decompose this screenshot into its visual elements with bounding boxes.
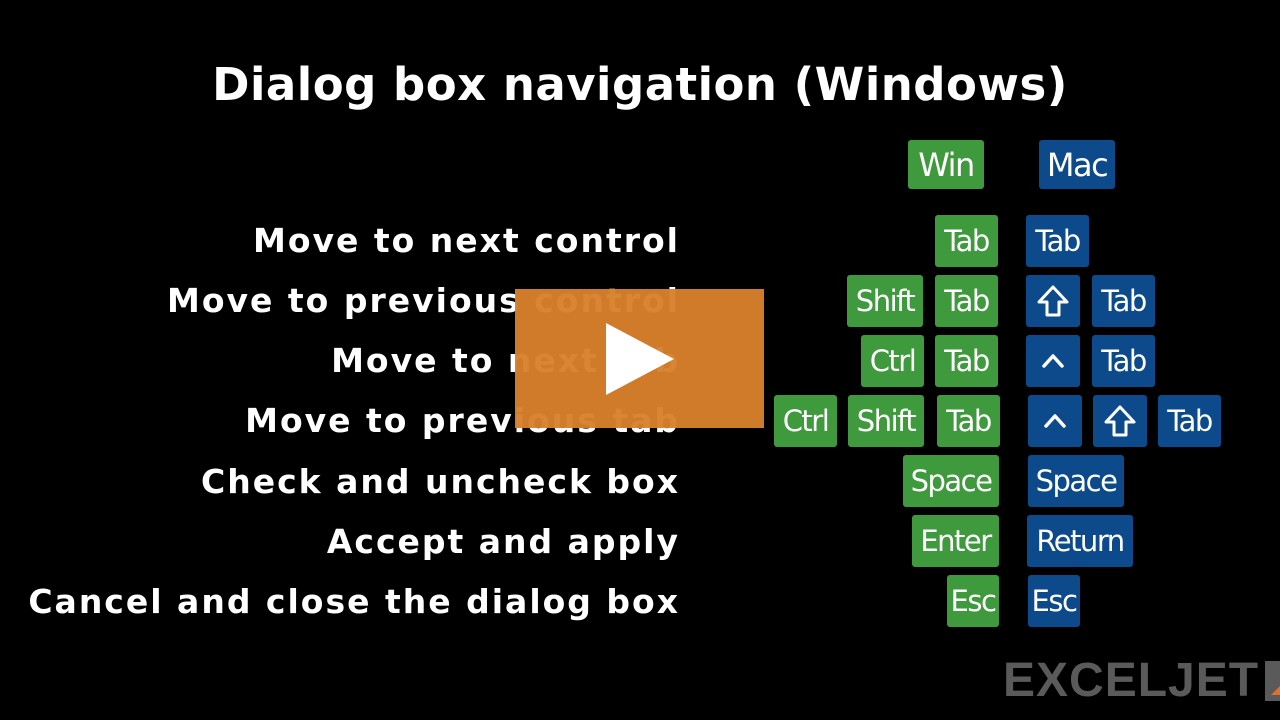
mac-key-tab: Tab [1092, 335, 1155, 387]
page-title: Dialog box navigation (Windows) [212, 58, 1068, 111]
play-icon [605, 322, 674, 395]
win-key-tab: Tab [935, 335, 998, 387]
exceljet-logo: EXCELJET [1003, 654, 1280, 707]
win-key-tab: Tab [935, 215, 998, 267]
win-column-header: Win [908, 140, 984, 189]
win-key-tab: Tab [937, 395, 1000, 447]
row-label-cancel-close: Cancel and close the dialog box [28, 582, 680, 621]
win-key-shift: Shift [848, 395, 924, 447]
win-key-enter: Enter [912, 515, 999, 567]
row-label-accept-apply: Accept and apply [326, 522, 680, 561]
win-key-esc: Esc [947, 575, 999, 627]
row-label-next-control: Move to next control [252, 221, 680, 260]
logo-mark-icon [1265, 661, 1280, 701]
control-icon [1042, 354, 1064, 368]
play-button[interactable] [515, 289, 764, 428]
mac-key-control [1026, 335, 1080, 387]
logo-text: EXCELJET [1003, 654, 1260, 707]
mac-key-esc: Esc [1028, 575, 1080, 627]
mac-key-shift [1093, 395, 1147, 447]
mac-key-tab: Tab [1092, 275, 1155, 327]
mac-key-tab: Tab [1026, 215, 1089, 267]
mac-key-space: Space [1028, 455, 1124, 507]
win-key-space: Space [903, 455, 999, 507]
win-key-shift: Shift [847, 275, 923, 327]
mac-key-control [1028, 395, 1082, 447]
win-key-ctrl: Ctrl [861, 335, 924, 387]
mac-key-tab: Tab [1158, 395, 1221, 447]
mac-key-return: Return [1027, 515, 1133, 567]
row-label-check-box: Check and uncheck box [201, 462, 680, 501]
shift-icon [1037, 285, 1069, 317]
mac-column-header: Mac [1039, 140, 1115, 189]
mac-key-shift [1026, 275, 1080, 327]
win-key-ctrl: Ctrl [774, 395, 837, 447]
control-icon [1044, 414, 1066, 428]
shift-icon [1104, 405, 1136, 437]
win-key-tab: Tab [935, 275, 998, 327]
